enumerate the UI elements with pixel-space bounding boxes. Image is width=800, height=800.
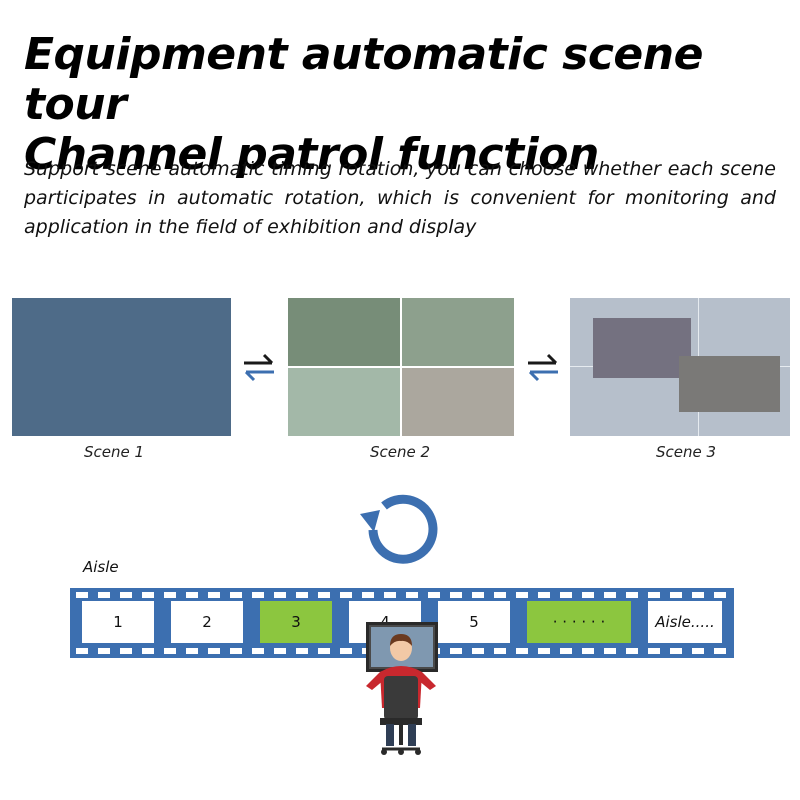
scene-3-preview [570, 298, 790, 436]
scene-1-preview [12, 298, 231, 436]
film-perforations [76, 592, 728, 598]
scene-1-label: Scene 1 [83, 443, 145, 461]
scene-2-label: Scene 2 [369, 443, 431, 461]
scene-2-preview [288, 298, 514, 436]
aisle-frame: 5 [438, 601, 510, 643]
page-title: Equipment automatic scene tour Channel p… [24, 30, 800, 180]
swap-arrows-icon [528, 353, 558, 382]
aisle-title: Aisle [83, 558, 119, 576]
aisle-frame: 1 [82, 601, 154, 643]
description: Support scene automatic timing rotation,… [24, 158, 776, 238]
scene-3-window [679, 356, 780, 412]
scene-2-quadrant [402, 298, 514, 366]
aisle-frame-highlighted: · · · · · · [527, 601, 631, 643]
title-line-1: Equipment automatic scene tour [24, 29, 703, 130]
scene-2-quadrant [288, 298, 400, 366]
aisle-frame: 2 [171, 601, 243, 643]
operator-icon [366, 634, 436, 755]
aisle-frame-highlighted: 3 [260, 601, 332, 643]
scene-2-quadrant [402, 368, 514, 436]
rotate-icon [360, 494, 438, 564]
scene-2-quadrant [288, 368, 400, 436]
aisle-frame: Aisle..... [648, 601, 722, 643]
swap-arrows-icon [244, 353, 274, 382]
scene-3-label: Scene 3 [655, 443, 717, 461]
scene-3-window [593, 318, 691, 378]
title-line-2: Channel patrol function [24, 129, 599, 180]
